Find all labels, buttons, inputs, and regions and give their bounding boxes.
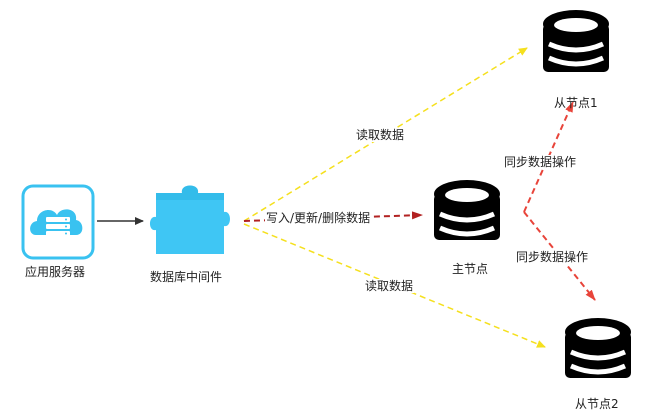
read-top-label: 读取数据 [355, 128, 406, 142]
puzzle-piece-icon [150, 185, 230, 254]
database-icon-master [434, 180, 500, 240]
database-icon-slave2 [565, 318, 631, 378]
slave2-label: 从节点2 [575, 397, 619, 411]
app-server-label: 应用服务器 [25, 265, 86, 279]
sync-bottom-label: 同步数据操作 [515, 250, 590, 264]
master-label: 主节点 [452, 262, 489, 276]
database-icon-slave1 [543, 10, 609, 72]
slave1-label: 从节点1 [554, 96, 598, 110]
sync-top-label: 同步数据操作 [503, 155, 578, 169]
write-label: 写入/更新/删除数据 [265, 211, 372, 225]
read-bottom-label: 读取数据 [364, 279, 415, 293]
cloud-server-icon [21, 184, 95, 260]
sync-arrow-to-slave2 [523, 211, 596, 301]
middleware-label: 数据库中间件 [150, 270, 223, 284]
